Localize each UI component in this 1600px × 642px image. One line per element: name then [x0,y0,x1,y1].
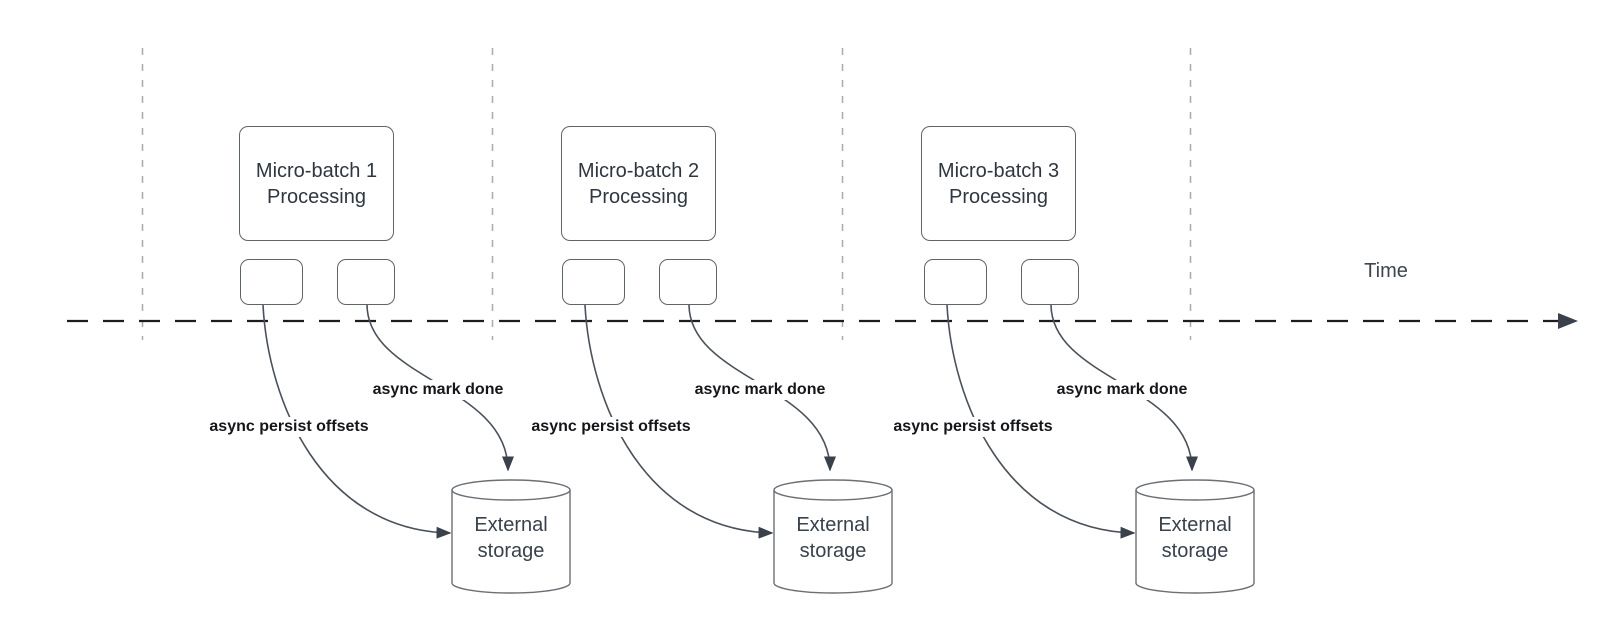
batch-title-line1: Micro-batch 3 [937,159,1060,182]
mark-done-label: async mark done [1053,380,1191,400]
task-box-done [337,259,395,305]
micro-batch-3-processing-box: Micro-batch 3 Processing [921,126,1076,241]
external-storage-cylinder [773,479,893,594]
storage-label-line1: External [474,514,548,536]
time-axis-label: Time [1364,260,1408,282]
batch-title-line1: Micro-batch 1 [255,159,378,182]
batch-title-line1: Micro-batch 2 [577,159,700,182]
persist-offsets-arrow [584,304,774,539]
mark-done-label: async mark done [691,380,829,400]
external-storage-cylinder [451,479,571,594]
external-storage-label: External storage [451,512,571,564]
storage-label-line2: storage [799,540,867,562]
persist-offsets-arrow [262,304,452,539]
persist-offsets-label: async persist offsets [890,417,1056,437]
time-axis-arrowhead-icon [1558,313,1578,329]
micro-batch-2-processing-box: Micro-batch 2 Processing [561,126,716,241]
mark-done-label: async mark done [369,380,507,400]
batch-title-line2: Processing [267,185,366,208]
task-box-persist [924,259,987,305]
cylinder-top-rim [1135,489,1255,501]
task-box-persist [562,259,625,305]
persist-offsets-label: async persist offsets [206,417,372,437]
storage-label-line2: storage [477,540,545,562]
persist-offsets-arrow [946,304,1136,539]
batch-title-line2: Processing [589,185,688,208]
external-storage-label: External storage [773,512,893,564]
storage-label-line1: External [796,514,870,536]
storage-label-line2: storage [1161,540,1229,562]
task-box-done [659,259,717,305]
persist-offsets-label: async persist offsets [528,417,694,437]
storage-label-line1: External [1158,514,1232,536]
batch-title-line2: Processing [949,185,1048,208]
flow-group-1 [262,304,571,594]
task-box-persist [240,259,303,305]
external-storage-cylinder [1135,479,1255,594]
micro-batch-1-processing-box: Micro-batch 1 Processing [239,126,394,241]
task-box-done [1021,259,1079,305]
external-storage-label: External storage [1135,512,1255,564]
cylinder-top-rim [451,489,571,501]
cylinder-top-rim [773,489,893,501]
